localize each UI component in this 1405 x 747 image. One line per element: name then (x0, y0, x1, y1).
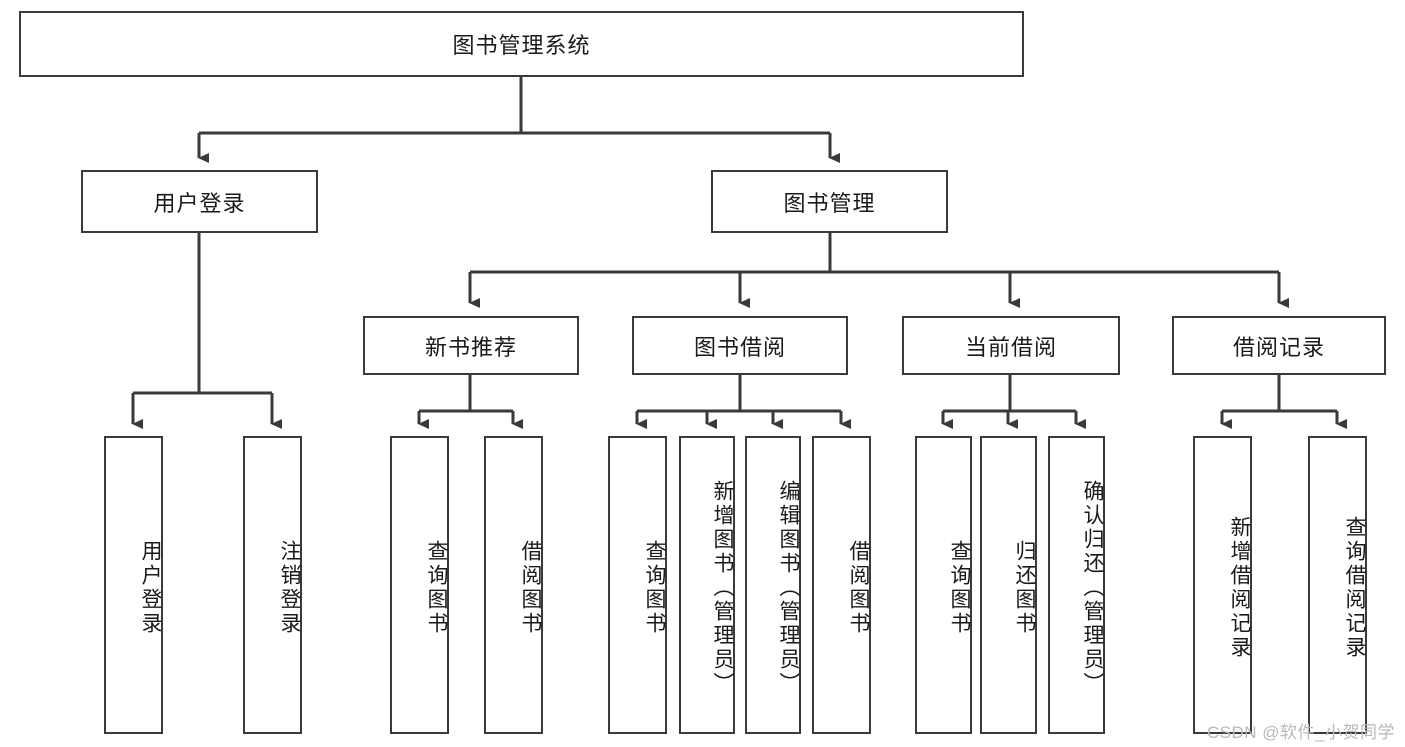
node-borrow-record[interactable]: 借阅记录 (1172, 316, 1386, 375)
node-leaf-confirm-return-label: 确认归还（管理员） (1081, 480, 1104, 696)
node-book-borrow[interactable]: 图书借阅 (632, 316, 848, 375)
node-leaf-add-record-label: 新增借阅记录 (1228, 516, 1251, 660)
node-leaf-query-book-1-label: 查询图书 (425, 540, 448, 636)
node-leaf-add-record[interactable]: 新增借阅记录 (1193, 436, 1252, 734)
node-leaf-query-book-2[interactable]: 查询图书 (608, 436, 667, 734)
node-leaf-query-book-3-label: 查询图书 (948, 540, 971, 636)
node-leaf-query-record[interactable]: 查询借阅记录 (1308, 436, 1367, 734)
node-user-login-label: 用户登录 (153, 190, 246, 216)
node-current-borrow-label: 当前借阅 (964, 334, 1057, 360)
node-leaf-borrow-book-1-label: 借阅图书 (519, 540, 542, 636)
node-leaf-edit-book[interactable]: 编辑图书（管理员） (745, 436, 801, 734)
node-current-borrow[interactable]: 当前借阅 (902, 316, 1120, 375)
node-leaf-user-login[interactable]: 用户登录 (104, 436, 163, 734)
node-root-label: 图书管理系统 (452, 33, 591, 58)
node-leaf-query-book-2-label: 查询图书 (643, 540, 666, 636)
node-new-book-rec[interactable]: 新书推荐 (363, 316, 579, 375)
node-leaf-edit-book-label: 编辑图书（管理员） (777, 480, 800, 696)
node-leaf-query-book-3[interactable]: 查询图书 (915, 436, 972, 734)
node-leaf-borrow-book-2[interactable]: 借阅图书 (812, 436, 871, 734)
node-book-manage[interactable]: 图书管理 (711, 170, 948, 233)
node-leaf-borrow-book-2-label: 借阅图书 (847, 540, 870, 636)
watermark: CSDN @软件_小贺同学 (1206, 723, 1395, 742)
node-leaf-add-book-label: 新增图书（管理员） (711, 480, 734, 696)
node-user-login[interactable]: 用户登录 (81, 170, 318, 233)
node-leaf-logout-label: 注销登录 (278, 540, 301, 636)
node-book-borrow-label: 图书借阅 (693, 334, 786, 360)
node-leaf-logout[interactable]: 注销登录 (243, 436, 302, 734)
node-book-manage-label: 图书管理 (783, 190, 876, 216)
node-borrow-record-label: 借阅记录 (1232, 334, 1325, 360)
node-leaf-confirm-return[interactable]: 确认归还（管理员） (1048, 436, 1105, 734)
node-root[interactable]: 图书管理系统 (19, 11, 1024, 77)
node-leaf-borrow-book-1[interactable]: 借阅图书 (484, 436, 543, 734)
node-leaf-user-login-label: 用户登录 (139, 540, 162, 636)
node-leaf-return-book[interactable]: 归还图书 (980, 436, 1037, 734)
node-leaf-return-book-label: 归还图书 (1013, 540, 1036, 636)
node-new-book-rec-label: 新书推荐 (424, 334, 517, 360)
node-leaf-add-book[interactable]: 新增图书（管理员） (679, 436, 735, 734)
node-leaf-query-record-label: 查询借阅记录 (1343, 516, 1366, 660)
node-leaf-query-book-1[interactable]: 查询图书 (390, 436, 449, 734)
